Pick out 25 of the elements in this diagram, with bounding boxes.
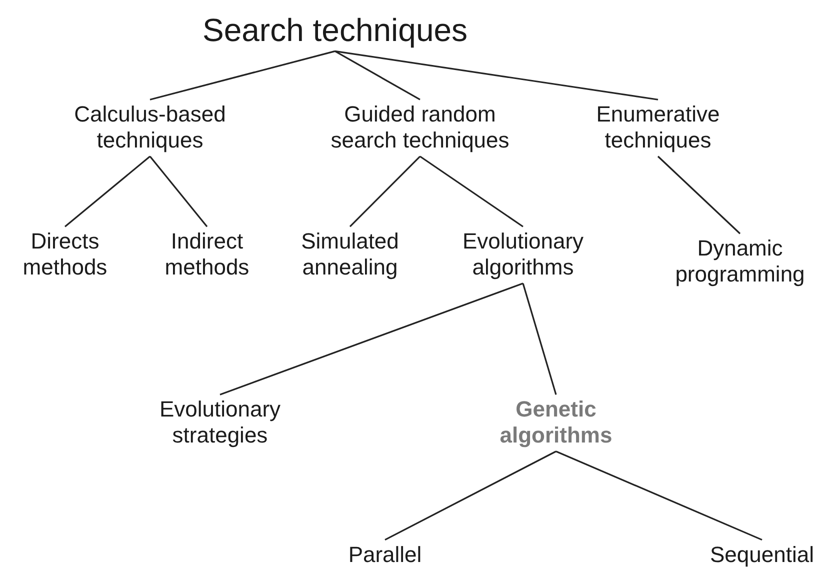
node-label: Genetic algorithms xyxy=(481,396,631,450)
connector-line xyxy=(556,450,762,541)
node-label: Dynamic programming xyxy=(670,236,810,288)
node-label: Indirect methods xyxy=(152,228,262,282)
node-label: Search techniques xyxy=(175,10,495,50)
node-label: Directs methods xyxy=(10,228,120,282)
node-label: Guided random search techniques xyxy=(320,102,520,154)
connector-line xyxy=(522,283,557,395)
connector-line xyxy=(149,156,208,228)
node-label: Calculus-based techniques xyxy=(40,102,260,154)
node-label: Evolutionary algorithms xyxy=(448,228,598,282)
connector-line xyxy=(420,156,524,228)
connector-line xyxy=(657,156,741,234)
connector-line xyxy=(64,156,150,228)
connector-line xyxy=(349,156,421,228)
node-label: Simulated annealing xyxy=(290,228,410,282)
connector-line xyxy=(150,50,336,100)
node-label: Evolutionary strategies xyxy=(145,396,295,450)
connector-line xyxy=(384,450,556,541)
connector-line xyxy=(334,50,658,100)
connector-line xyxy=(220,282,524,396)
node-label: Enumerative techniques xyxy=(588,102,728,154)
node-label: Parallel xyxy=(335,542,435,568)
node-label: Sequential xyxy=(707,542,817,568)
connector-line xyxy=(334,50,420,100)
